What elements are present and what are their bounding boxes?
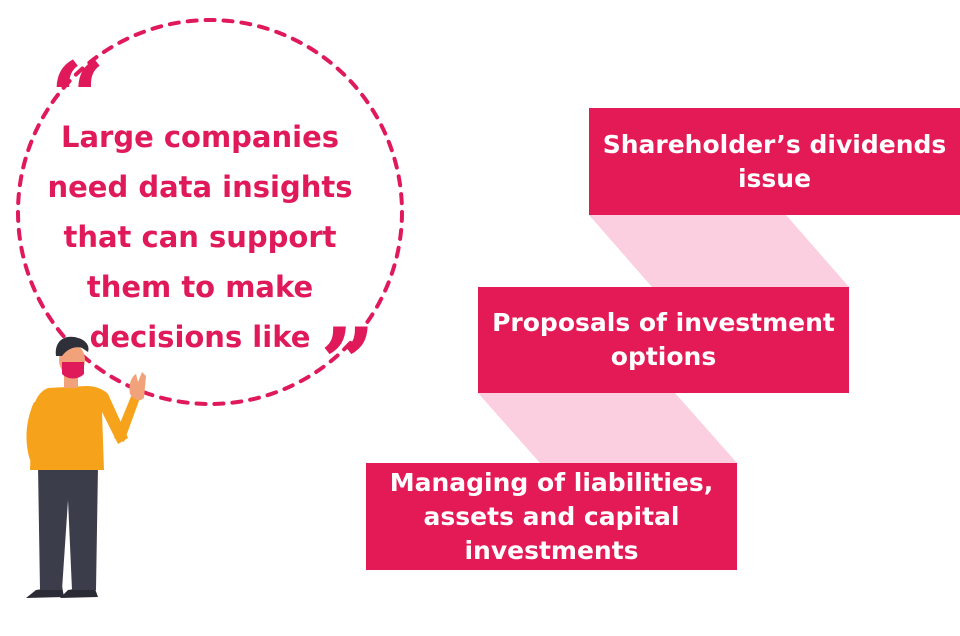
step-box-investment-proposals: Proposals of investment options — [478, 287, 849, 393]
step-box-dividends: Shareholder’s dividends issue — [589, 108, 960, 215]
person-illustration — [26, 336, 146, 598]
open-quote-icon: “ — [50, 41, 106, 154]
quote-text: Large companies need data insights that … — [40, 112, 360, 362]
step-box-liabilities-management: Managing of liabilities, assets and capi… — [366, 463, 737, 570]
connector-ribbon-2 — [478, 393, 737, 463]
quote-line: Large companies — [60, 120, 340, 154]
quote-line: that can support — [63, 220, 337, 254]
quote-line: need data insights — [47, 170, 353, 204]
step-label: Managing of liabilities, assets and capi… — [389, 467, 714, 565]
connector-ribbon-1 — [589, 215, 849, 287]
step-label: Proposals of investment options — [492, 308, 835, 371]
step-label: Shareholder’s dividends issue — [602, 129, 947, 193]
speech-bubble-circle — [16, 18, 404, 406]
close-quote-icon: ” — [320, 307, 376, 420]
quote-line: them to make — [86, 270, 314, 304]
quote-line: decisions like — [89, 320, 311, 354]
